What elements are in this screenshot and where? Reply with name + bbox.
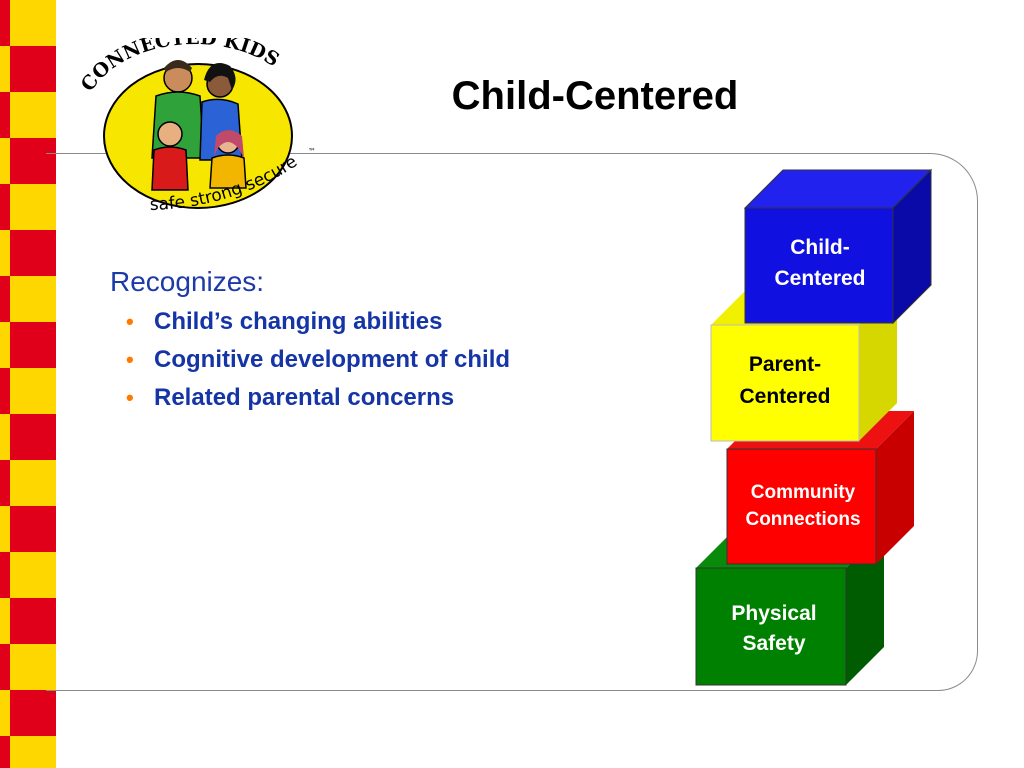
stripe-cell [0,368,10,414]
stripe-cell [0,552,10,598]
bullet-list: • Child’s changing abilities • Cognitive… [110,308,670,412]
bullet-dot-icon: • [126,309,134,334]
stripe-cell [0,138,10,184]
stripe-cell [0,184,10,230]
stripe-cell [0,92,10,138]
stripe-cell [0,0,10,46]
block-label-line1: Community [751,482,856,503]
stripe-cell [0,644,10,690]
stripe-cell [0,322,10,368]
stripe-cell [0,414,10,460]
family-figures-icon [151,60,247,191]
slide-title: Child-Centered [451,74,739,118]
stripe-cell [0,460,10,506]
stripe-cell [10,690,56,736]
stripe-cell [10,46,56,92]
block-side-face [876,411,914,564]
block-label-line2: Centered [739,385,830,408]
block-label-line2: Centered [774,267,865,290]
block-front-face [695,567,847,686]
block-front-face [726,448,877,565]
stripe-cell [10,276,56,322]
block-child-centered: Child- Centered [743,168,933,325]
list-item: • Related parental concerns [126,384,670,412]
block-label-line1: Parent- [749,353,821,376]
stripe-cell [10,230,56,276]
list-item: • Child’s changing abilities [126,308,670,336]
stripe-cell [10,552,56,598]
stripe-cell [10,0,56,46]
stripe-cell [10,598,56,644]
trademark-mark: ™ [308,147,316,156]
stripe-cell [10,368,56,414]
stripe-cell [0,230,10,276]
stacked-blocks-diagram: Physical Safety Community Connections Pa… [695,168,933,686]
bullet-text: Child’s changing abilities [154,308,443,335]
stripe-cell [10,736,56,768]
bullet-text: Cognitive development of child [154,346,511,373]
block-side-face [859,287,897,441]
stripe-cell [0,598,10,644]
stripe-cell [10,506,56,552]
checkered-stripe [0,0,56,768]
stripe-column [0,0,10,768]
block-front-face [744,207,894,324]
connected-kids-logo: CONNECTED KIDS safe strong secure ™ [77,38,316,215]
bullet-dot-icon: • [126,347,134,372]
block-label-line2: Connections [745,509,860,530]
stripe-cell [10,460,56,506]
list-item: • Cognitive development of child [126,346,670,374]
content-heading: Recognizes: [110,266,265,297]
bullet-text: Related parental concerns [154,384,455,411]
stripe-cell [0,46,10,92]
stripe-cell [10,322,56,368]
stripe-cell [0,276,10,322]
stripe-cell [0,690,10,736]
block-label-line1: Child- [790,236,849,259]
content-area: Recognizes: • Child’s changing abilities… [110,266,670,422]
block-front-face [710,324,860,442]
stripe-cell [10,414,56,460]
stripe-cell [0,736,10,768]
stripe-cell [0,506,10,552]
stripe-cell [10,92,56,138]
block-side-face [846,530,884,685]
bullet-dot-icon: • [126,385,134,410]
content-frame [46,153,978,691]
block-label-line2: Safety [742,632,805,655]
block-label-line1: Physical [731,602,816,625]
